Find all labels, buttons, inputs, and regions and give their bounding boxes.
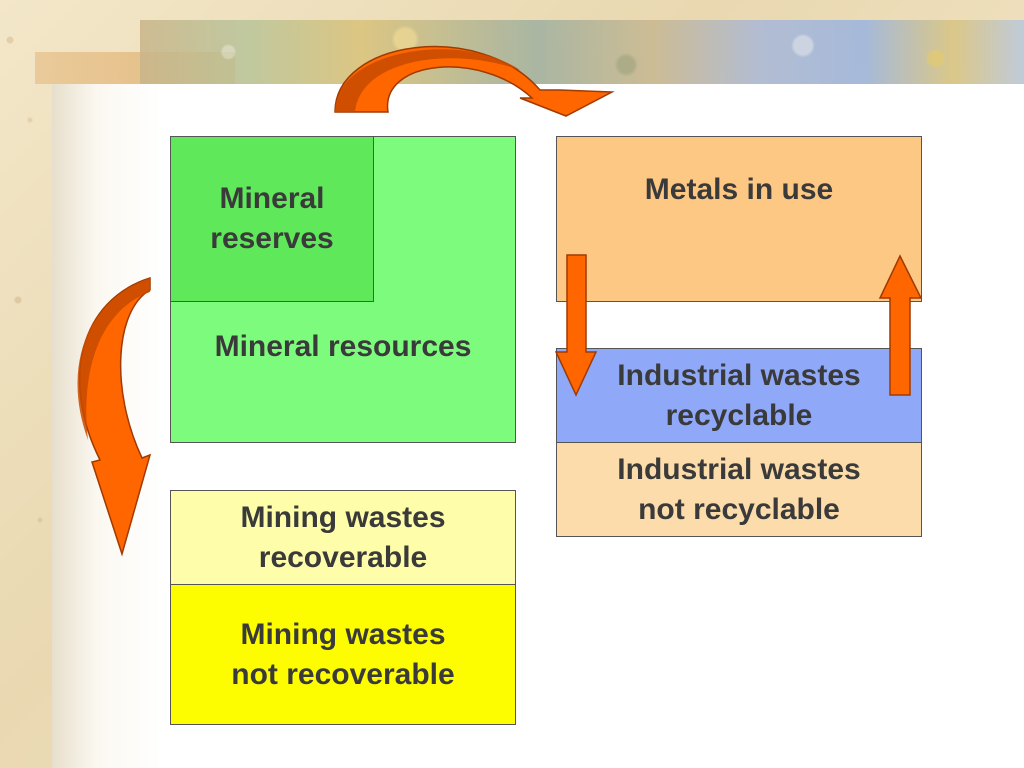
arrow-up-icon (878, 254, 923, 396)
curved-arrow-left-icon (77, 276, 152, 557)
metals-in-use-label: Metals in use (644, 173, 834, 206)
mineral-resources-label: Mineral resources (214, 330, 472, 363)
industrial-wastes-recyclable-label: Industrial wastes recyclable (617, 358, 861, 432)
mining-wastes-not-recoverable-box: Mining wastes not recoverable (170, 584, 516, 725)
curved-arrow-top-icon (334, 45, 615, 117)
mining-wastes-not-recoverable-label: Mining wastes not recoverable (231, 617, 455, 691)
industrial-wastes-not-recyclable-label: Industrial wastes not recyclable (617, 452, 861, 526)
industrial-wastes-recyclable-box: Industrial wastes recyclable (556, 348, 922, 443)
header-decoration-band (140, 20, 1024, 84)
mining-wastes-recoverable-label: Mining wastes recoverable (240, 500, 446, 574)
mineral-reserves-label: Mineral reserves (210, 182, 334, 255)
industrial-wastes-not-recyclable-box: Industrial wastes not recyclable (556, 443, 922, 537)
metals-in-use-box: Metals in use (556, 136, 922, 302)
arrow-down-icon (554, 254, 598, 397)
mining-wastes-recoverable-box: Mining wastes recoverable (170, 490, 516, 585)
mineral-reserves-box: Mineral reserves (170, 136, 374, 302)
